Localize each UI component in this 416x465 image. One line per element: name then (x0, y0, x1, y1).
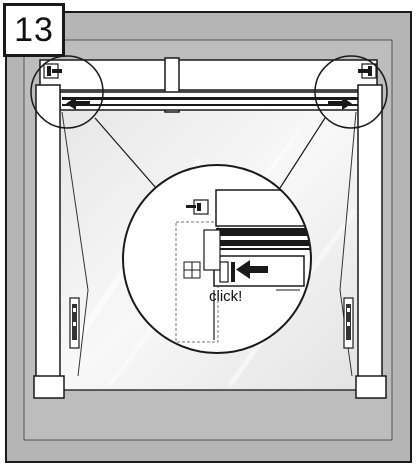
left-bottom-block (33, 375, 65, 399)
roller-head-box (39, 59, 378, 91)
left-bracket-icon (43, 63, 62, 79)
left-side-frame (35, 84, 61, 396)
callout-connector-right (279, 117, 326, 189)
step-number-badge: 13 (3, 3, 65, 57)
left-guide-cord (61, 111, 89, 377)
left-slide-arrow-icon (66, 97, 90, 110)
right-side-frame (357, 84, 383, 396)
right-detail-circle (314, 55, 388, 129)
right-bracket-icon (358, 63, 377, 79)
left-detail-circle (30, 55, 104, 129)
magnified-detail (122, 164, 312, 354)
right-cord-tensioner (343, 297, 354, 349)
right-bottom-block (355, 375, 387, 399)
left-cord-tensioner (69, 297, 80, 349)
click-callout-label: click! (209, 288, 243, 305)
callout-connector-left (94, 117, 157, 189)
right-slide-arrow-icon (328, 97, 352, 110)
